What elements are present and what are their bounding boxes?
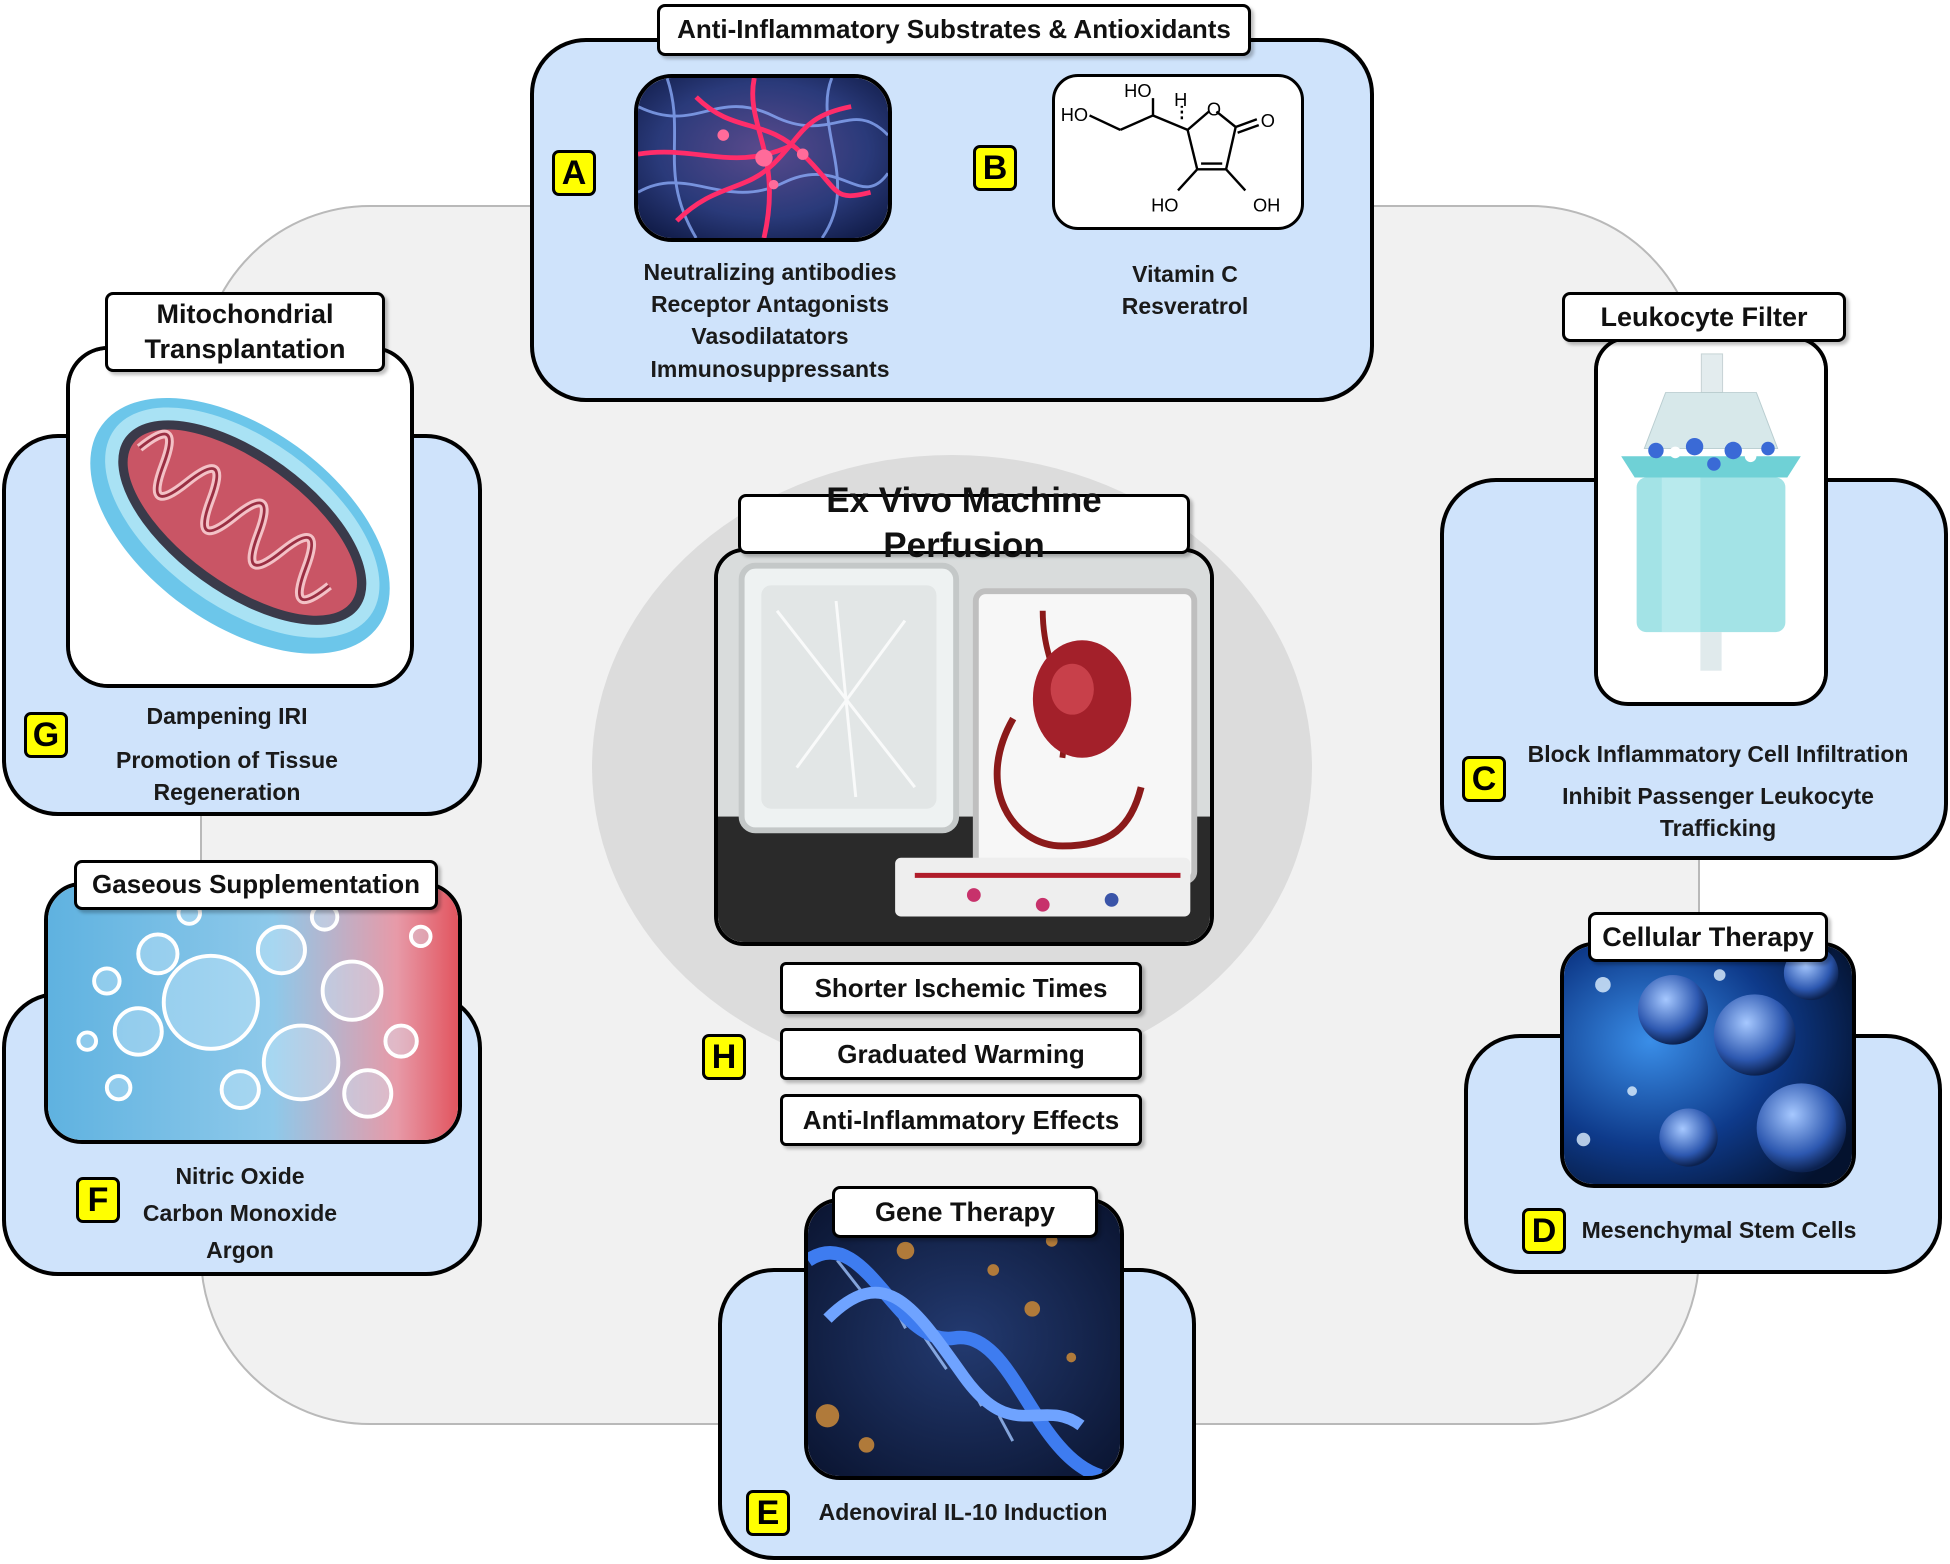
badge-e: E — [746, 1490, 790, 1536]
leuko-item: Trafficking — [1659, 815, 1777, 842]
leuko-list: Block Inflammatory Cell Infiltration Inh… — [1508, 738, 1928, 845]
gas-list: Nitric Oxide Carbon Monoxide Argon — [110, 1158, 370, 1268]
leukocyte-filter-image — [1594, 336, 1828, 706]
bubbles-image — [44, 882, 462, 1144]
mito-item: Regeneration — [153, 779, 301, 806]
center-title: Ex Vivo Machine Perfusion — [738, 481, 1190, 565]
gas-item: Argon — [206, 1236, 274, 1263]
leuko-item: Block Inflammatory Cell Infiltration — [1527, 741, 1909, 767]
vitamin-c-molecule: HO H HO O O HO OH — [1052, 74, 1304, 230]
cell-title: Cellular Therapy — [1588, 912, 1828, 962]
top-a-item: Receptor Antagonists — [650, 291, 890, 318]
benefit-box: Anti-Inflammatory Effects — [780, 1094, 1142, 1146]
badge-c: C — [1462, 756, 1506, 802]
badge-b: B — [973, 145, 1017, 191]
dna-image — [804, 1198, 1124, 1480]
top-b-list: Vitamin C Resveratrol — [1080, 258, 1290, 322]
gene-list: Adenoviral IL-10 Induction — [808, 1496, 1118, 1528]
badge-g: G — [24, 712, 68, 758]
leuko-title: Leukocyte Filter — [1562, 292, 1846, 342]
mito-title-line: Transplantation — [144, 334, 346, 364]
benefit-box: Graduated Warming — [780, 1028, 1142, 1080]
top-a-list: Neutralizing antibodies Receptor Antagon… — [600, 256, 940, 385]
gas-title: Gaseous Supplementation — [74, 860, 438, 910]
top-b-item: Vitamin C — [1132, 261, 1238, 287]
stem-cells-image — [1560, 942, 1856, 1188]
mito-list: Dampening IRI Promotion of Tissue Regene… — [70, 700, 384, 809]
mito-title-line: Mitochondrial — [156, 299, 334, 330]
molecule-label: OH — [1253, 195, 1280, 216]
molecule-label: O — [1261, 110, 1275, 131]
gene-item: Adenoviral IL-10 Induction — [818, 1499, 1108, 1525]
top-panel-title: Anti-Inflammatory Substrates & Antioxida… — [657, 4, 1251, 56]
badge-d: D — [1522, 1208, 1566, 1254]
molecule-label: HO — [1151, 195, 1178, 216]
top-a-item: Vasodilatators — [691, 323, 849, 350]
leuko-item: Inhibit Passenger Leukocyte — [1562, 783, 1874, 810]
top-a-item: Neutralizing antibodies — [643, 259, 897, 285]
neural-network-image — [634, 74, 892, 242]
gas-item: Carbon Monoxide — [142, 1199, 338, 1226]
badge-a: A — [552, 150, 596, 196]
molecule-label: HO — [1061, 104, 1088, 125]
gene-title: Gene Therapy — [832, 1186, 1098, 1238]
gas-item: Nitric Oxide — [175, 1163, 305, 1189]
top-b-item: Resveratrol — [1121, 293, 1249, 320]
cell-list: Mesenchymal Stem Cells — [1574, 1214, 1864, 1246]
molecule-label: HO — [1124, 80, 1151, 101]
molecule-label: H — [1174, 89, 1187, 110]
mito-item: Dampening IRI — [146, 703, 308, 729]
mito-item: Promotion of Tissue — [116, 747, 338, 774]
cell-item: Mesenchymal Stem Cells — [1581, 1217, 1857, 1243]
perfusion-device-image — [714, 548, 1214, 946]
mitochondrion-image — [66, 346, 414, 688]
badge-h: H — [702, 1034, 746, 1080]
badge-f: F — [76, 1177, 120, 1223]
benefit-box: Shorter Ischemic Times — [780, 962, 1142, 1014]
top-a-item: Immunosuppressants — [650, 355, 890, 382]
molecule-label: O — [1207, 98, 1221, 119]
